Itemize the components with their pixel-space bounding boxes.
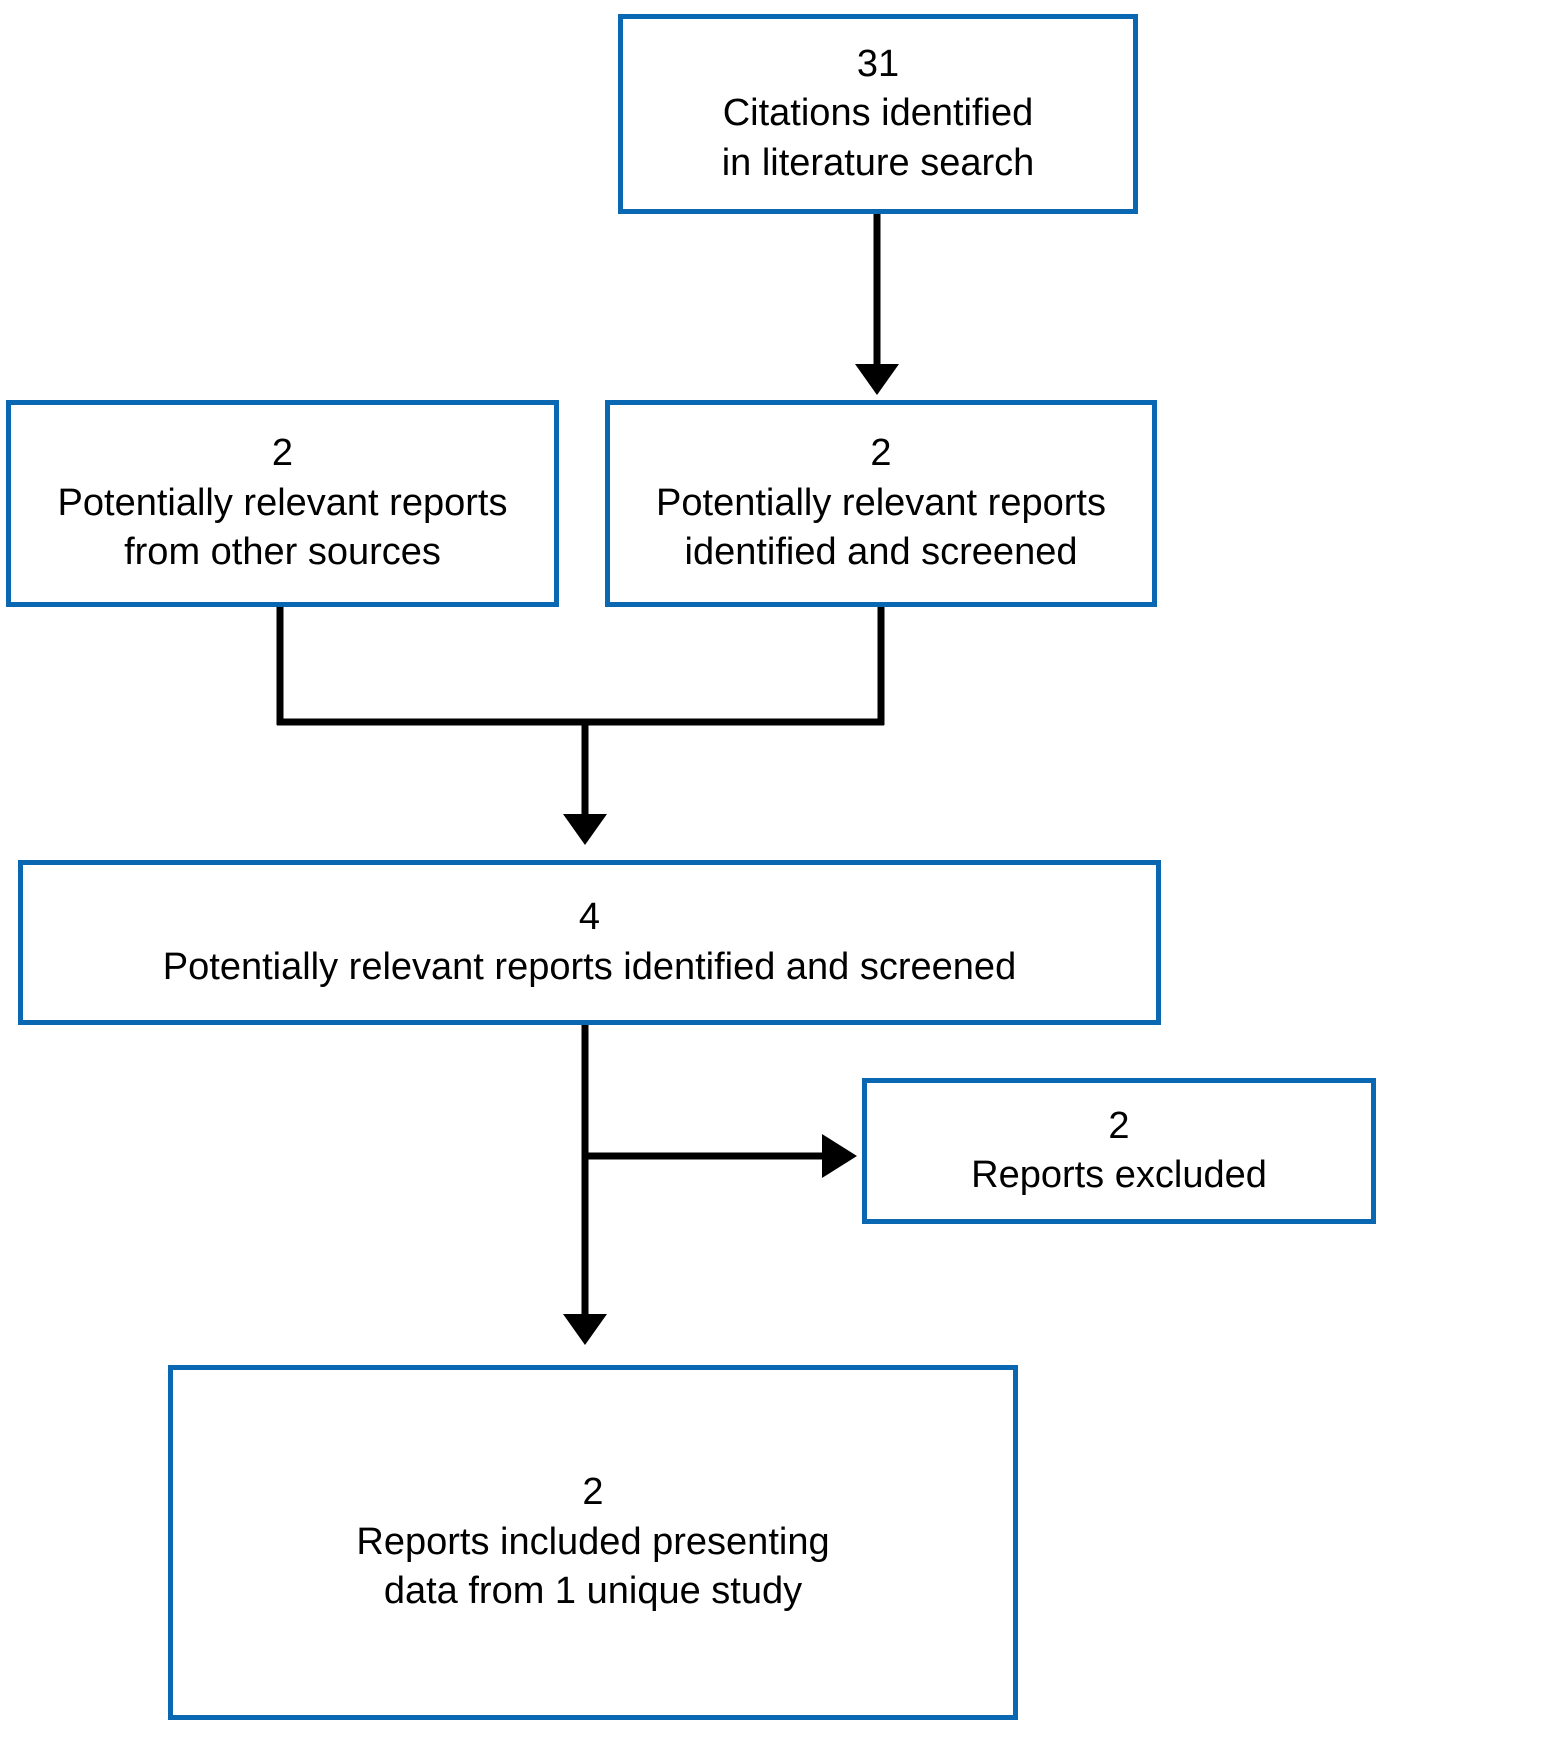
- node-label: Citations identified in literature searc…: [721, 92, 1035, 184]
- node-count: 2: [582, 1471, 604, 1514]
- node-reports-excluded: 2 Reports excluded: [862, 1078, 1376, 1224]
- node-count: 4: [578, 896, 601, 939]
- connector-screened-all-to-excluded: [581, 1025, 857, 1178]
- node-count: 31: [856, 42, 900, 85]
- node-label: Potentially relevant reports from other …: [57, 481, 508, 574]
- node-citations-identified: 31 Citations identified in literature se…: [618, 14, 1138, 214]
- node-label: Potentially relevant reports identified …: [656, 481, 1106, 574]
- node-count: 2: [271, 432, 294, 475]
- node-label: Potentially relevant reports identified …: [162, 945, 1017, 988]
- node-label: Reports excluded: [971, 1154, 1267, 1196]
- node-reports-included: 2 Reports included presenting data from …: [168, 1365, 1018, 1720]
- connector-screened-all-to-included: [563, 1156, 607, 1345]
- connector-identified-to-screened-mid: [855, 214, 899, 395]
- node-count: 2: [1108, 1104, 1130, 1147]
- connector-merge-branches: [276, 607, 885, 845]
- node-count: 2: [870, 432, 892, 475]
- node-reports-identified-screened-total: 4 Potentially relevant reports identifie…: [18, 860, 1161, 1025]
- node-reports-other-sources: 2 Potentially relevant reports from othe…: [6, 400, 559, 607]
- node-label: Reports included presenting data from 1 …: [356, 1520, 830, 1613]
- node-reports-identified-screened: 2 Potentially relevant reports identifie…: [605, 400, 1157, 607]
